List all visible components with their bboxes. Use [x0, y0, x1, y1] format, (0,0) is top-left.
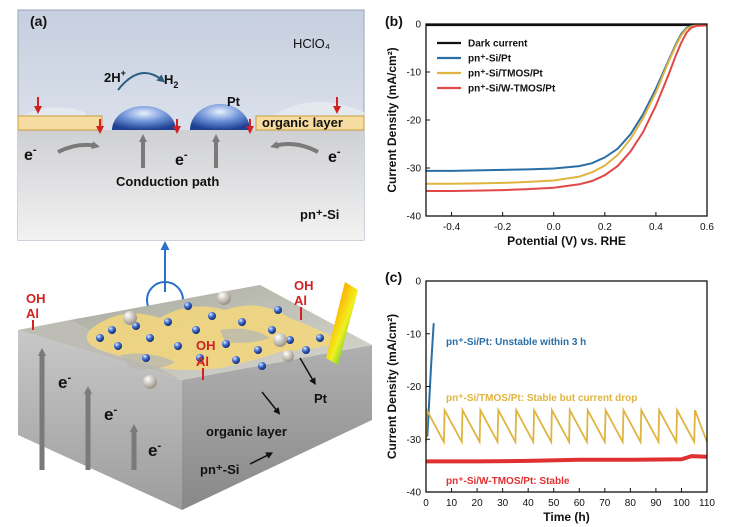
electron-label: e-: [104, 404, 117, 424]
y-axis-label: Current Density (mA/cm²): [385, 314, 399, 459]
reaction-arrow-icon: [117, 71, 166, 91]
oh-label: OH: [26, 291, 46, 306]
electrolyte-label: HClO₄: [293, 36, 330, 51]
y-tick-label: -30: [407, 164, 422, 175]
organic-layer-island: [86, 305, 346, 370]
electron-label: e-: [24, 144, 37, 164]
x-tick-label: 80: [625, 498, 637, 509]
right-curve-arrow-icon: [270, 141, 319, 154]
x-tick-label: 0.2: [598, 222, 612, 233]
al-label: Al: [26, 306, 39, 321]
electron-label: e-: [58, 372, 71, 392]
pt-label: Pt: [227, 94, 241, 109]
electron-label: e-: [328, 146, 341, 166]
panel-3d-schematic: OH Al OH Al OH Al e- e- e- Pt organic la…: [18, 278, 372, 510]
pt-particles: [96, 302, 324, 370]
y-tick-label: 0: [415, 20, 421, 31]
x-tick-label: 0.6: [700, 222, 714, 233]
x-tick-label: 90: [650, 498, 662, 509]
product-label: H2: [164, 72, 178, 90]
annotation-label: pn⁺-Si/W-TMOS/Pt: Stable: [446, 476, 570, 487]
bead-icon: [217, 291, 231, 305]
pointer-arrow-icon: [249, 452, 274, 465]
y-tick-label: -30: [407, 435, 422, 446]
bead-icon: [143, 375, 157, 389]
annotation-label: pn⁺-Si/Pt: Unstable within 3 h: [446, 337, 586, 348]
panel-a-schematic: (a) HClO₄ 2H+ H2 Pt organic layer e- e- …: [17, 9, 365, 241]
pt-label: Pt: [314, 391, 328, 406]
legend-label: pn⁺-Si/TMOS/Pt: [468, 69, 543, 80]
bead-icon: [273, 333, 287, 347]
series-line-3: [426, 24, 708, 192]
x-axis-label: Time (h): [543, 510, 589, 524]
chart-c: (c) 0 10 20 30 40 50 60 70 80 90 100 110 0 -10 -20 -30 -…: [385, 269, 715, 524]
reactant-label: 2H+: [104, 68, 126, 85]
substrate-label: pn⁺-Si: [300, 207, 339, 222]
organic-layer-label: organic layer: [262, 115, 343, 130]
electron-label: e-: [175, 149, 188, 169]
block-front-face: [18, 330, 182, 510]
block-right-face: [182, 345, 372, 510]
conduction-path-label: Conduction path: [116, 174, 219, 189]
bead-icon: [282, 350, 294, 362]
pointer-arrow-icon: [261, 391, 281, 415]
y-tick-label: -20: [407, 116, 422, 127]
panel-a-label: (a): [30, 13, 47, 29]
series-line-2: [426, 454, 708, 464]
annotation-label: pn⁺-Si/TMOS/Pt: Stable but current drop: [446, 393, 637, 404]
x-tick-label: 50: [548, 498, 560, 509]
x-tick-label: 0.4: [649, 222, 663, 233]
al-label: Al: [294, 293, 307, 308]
legend-label: pn⁺-Si/Pt: [468, 54, 512, 65]
x-tick-label: 30: [497, 498, 509, 509]
chart-b: (b) -0.4 -0.2 0.0 0.2 0.4 0.6 0 -10 -20 -30 -40Pot…: [385, 13, 714, 248]
al-label: Al: [196, 354, 209, 369]
y-tick-label: 0: [415, 277, 421, 288]
x-tick-label: -0.4: [443, 222, 461, 233]
y-tick-label: -10: [407, 68, 422, 79]
x-tick-label: 10: [446, 498, 458, 509]
oh-label: OH: [294, 278, 314, 293]
series-line-2: [426, 24, 707, 185]
left-curve-arrow-icon: [57, 141, 100, 154]
series-line-1: [425, 406, 708, 446]
y-tick-label: -20: [407, 382, 422, 393]
x-tick-label: 40: [523, 498, 535, 509]
x-tick-label: 100: [673, 498, 690, 509]
organic-layer-left: [17, 115, 103, 131]
legend-label: Dark current: [468, 39, 528, 50]
x-tick-label: -0.2: [494, 222, 512, 233]
y-tick-label: -10: [407, 329, 422, 340]
x-tick-label: 0: [423, 498, 429, 509]
organic-layer-label: organic layer: [206, 424, 287, 439]
organic-layer-right: [255, 115, 365, 131]
series-line-0: [426, 323, 435, 437]
pt-dome-right: [190, 104, 250, 130]
x-tick-label: 60: [574, 498, 586, 509]
pointer-arrow-icon: [299, 357, 316, 386]
y-axis-label: Current Density (mA/cm²): [385, 47, 399, 192]
x-tick-label: 20: [472, 498, 484, 509]
substrate-label: pn⁺-Si: [200, 462, 239, 477]
electron-label: e-: [148, 440, 161, 460]
oh-label: OH: [196, 338, 216, 353]
legend-label: pn⁺-Si/W-TMOS/Pt: [468, 84, 556, 95]
x-tick-label: 70: [599, 498, 611, 509]
chart-b-panel-label: (b): [385, 13, 403, 29]
bead-icon: [123, 311, 137, 325]
x-tick-label: 110: [699, 498, 715, 509]
x-axis-label: Potential (V) vs. RHE: [507, 234, 626, 248]
y-tick-label: -40: [407, 212, 422, 223]
x-tick-label: 0.0: [547, 222, 561, 233]
pt-dome-left: [112, 106, 176, 130]
chart-c-panel-label: (c): [385, 269, 402, 285]
y-tick-label: -40: [407, 488, 422, 499]
light-beam-icon: [326, 282, 358, 365]
